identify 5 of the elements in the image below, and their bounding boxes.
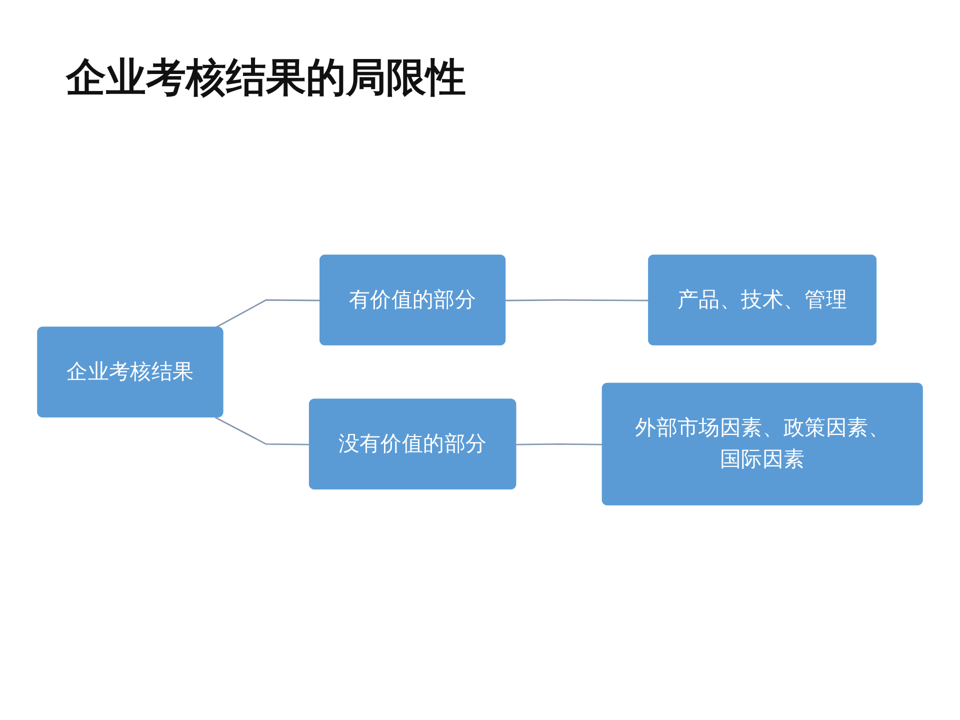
connector (214, 416, 310, 446)
slide-title: 企业考核结果的局限性 (66, 54, 466, 103)
connector (506, 299, 650, 302)
connector (516, 443, 603, 446)
connector (214, 299, 321, 328)
